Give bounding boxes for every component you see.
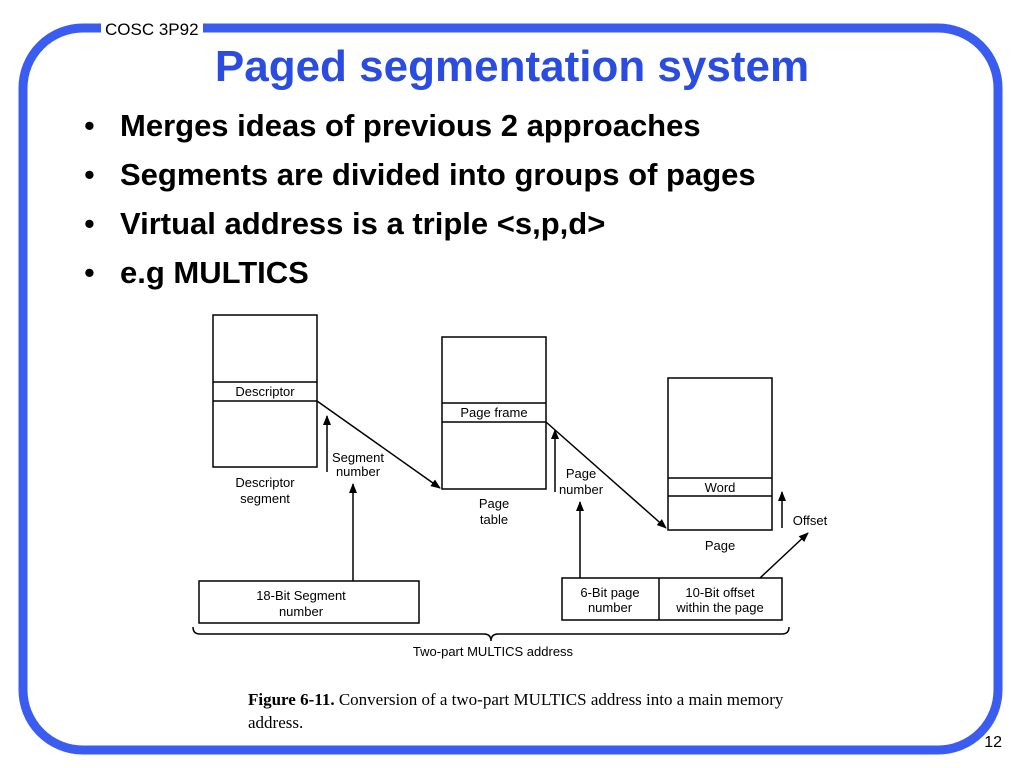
descriptor-to-page-table-arrow: [316, 400, 441, 489]
page-number: 12: [984, 734, 1002, 751]
page-number-label-1: Page: [566, 466, 596, 481]
page-number-label-2: number: [559, 482, 604, 497]
page-table-label-1: Page: [479, 496, 509, 511]
page-box: [667, 377, 773, 531]
descriptor-segment-label-1: Descriptor: [235, 475, 295, 490]
page-label: Page: [705, 538, 735, 553]
address-label: Two-part MULTICS address: [413, 644, 574, 659]
figure-caption: Figure 6-11. Conversion of a two-part MU…: [248, 688, 788, 734]
bullet-dot: •: [84, 108, 95, 143]
page-frame-entry-label: Page frame: [460, 405, 527, 420]
page-offset-field-box: [561, 577, 783, 621]
bullet-dot: •: [84, 206, 95, 241]
bullet-item: • Segments are divided into groups of pag…: [84, 155, 756, 204]
figure-caption-text: Conversion of a two-part MULTICS address…: [248, 690, 784, 732]
course-label: COSC 3P92: [101, 20, 203, 40]
segment-field-label-2: number: [279, 604, 324, 619]
bullet-text: Virtual address is a triple <s,p,d>: [120, 206, 606, 241]
bullet-dot: •: [84, 157, 95, 192]
descriptor-entry-label: Descriptor: [235, 384, 295, 399]
segment-number-label-1: Segment: [332, 450, 384, 465]
bullet-text: Segments are divided into groups of page…: [120, 157, 756, 192]
segment-field-box: [198, 580, 420, 624]
bullet-item: • Merges ideas of previous 2 approaches: [84, 106, 756, 155]
bullet-item: • e.g MULTICS: [84, 253, 756, 302]
descriptor-segment-label-2: segment: [240, 491, 290, 506]
descriptor-segment-box: [212, 314, 318, 468]
offset-field-label-1: 10-Bit offset: [685, 585, 755, 600]
page-table-label-2: table: [480, 512, 508, 527]
bullet-list: • Merges ideas of previous 2 approaches •…: [84, 106, 756, 302]
segment-field-label-1: 18-Bit Segment: [256, 588, 346, 603]
address-brace: [192, 626, 790, 642]
word-entry-label: Word: [705, 480, 736, 495]
page-field-label-2: number: [588, 600, 633, 615]
figure-number: Figure 6-11.: [248, 690, 335, 709]
bullet-item: • Virtual address is a triple <s,p,d>: [84, 204, 756, 253]
bullet-dot: •: [84, 255, 95, 290]
page-table-box: [441, 336, 547, 490]
bullet-text: e.g MULTICS: [120, 255, 309, 290]
offset-label: Offset: [793, 513, 828, 528]
bullet-text: Merges ideas of previous 2 approaches: [120, 108, 701, 143]
page-frame-to-page-arrow: [545, 421, 667, 529]
offset-arrow: [759, 532, 809, 579]
frame-border: [18, 23, 1003, 755]
segment-number-label-2: number: [336, 464, 381, 479]
page-field-label-1: 6-Bit page: [580, 585, 639, 600]
offset-field-label-2: within the page: [675, 600, 763, 615]
slide-title: Paged segmentation system: [214, 42, 810, 91]
